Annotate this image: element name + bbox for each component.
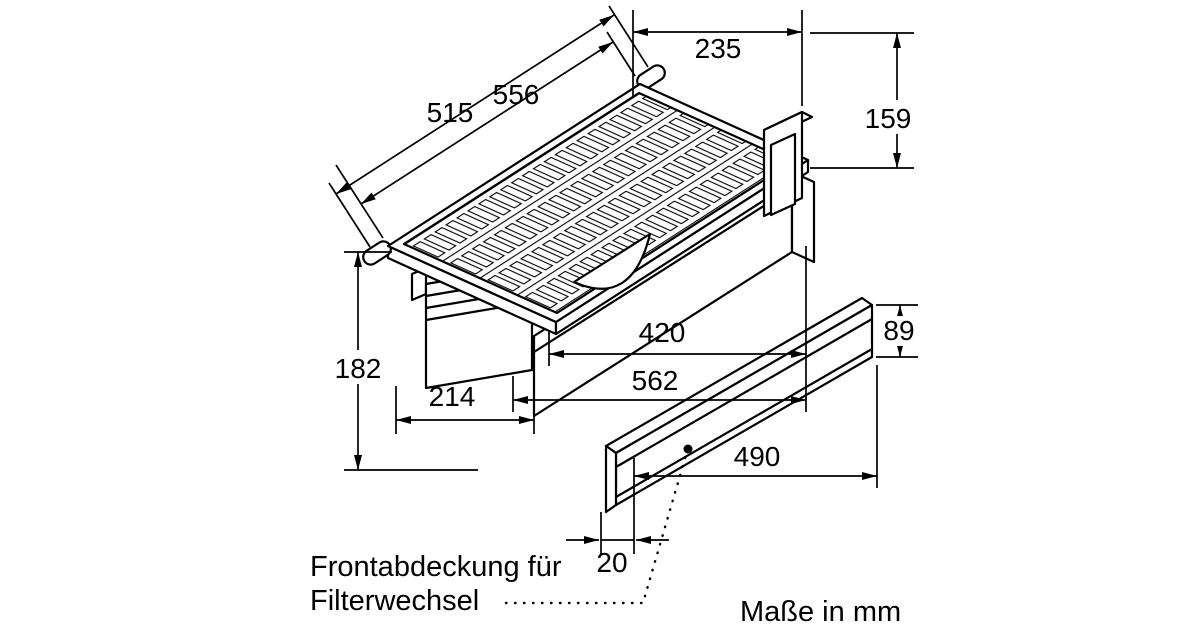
leader-dotted-line — [504, 453, 688, 605]
grille-frame-rim — [386, 158, 810, 336]
dimension-182: 182 — [330, 251, 478, 471]
dimension-235: 235 — [632, 10, 803, 106]
panel-fold-top — [615, 318, 873, 468]
dimension-562: 562 — [512, 365, 806, 412]
front-cover-note-line2: Filterwechsel — [310, 585, 479, 617]
dim-89-label: 89 — [883, 315, 914, 346]
dimension-490: 490 — [633, 365, 878, 554]
body-fold-line — [533, 187, 793, 353]
panel-end-cap — [604, 444, 618, 514]
dim-235-label: 235 — [695, 33, 742, 64]
dimension-556: 556 — [328, 5, 649, 248]
mounting-tab — [362, 240, 392, 266]
dim-214-label: 214 — [429, 381, 476, 412]
dim-182-label: 182 — [335, 353, 382, 384]
dim-515-label: 515 — [427, 97, 474, 128]
blower-outlet-opening — [572, 232, 652, 290]
dim-556-label: 556 — [493, 79, 540, 110]
dim-20-label: 20 — [596, 547, 627, 578]
dim-562-label: 562 — [632, 365, 679, 396]
dimension-159: 159 — [810, 32, 914, 169]
leader-dot — [683, 444, 693, 454]
filter-cover-leader — [504, 444, 693, 605]
dim-490-label: 490 — [734, 441, 781, 472]
dimension-20: 20 — [566, 512, 669, 578]
dimension-214: 214 — [395, 378, 535, 434]
dimension-89: 89 — [876, 304, 922, 358]
dimension-420: 420 — [548, 246, 807, 412]
connector-inner-face — [769, 132, 797, 217]
front-cover-note-line1: Frontabdeckung für — [310, 551, 562, 583]
units-caption: Maße in mm — [740, 596, 901, 628]
dimensions: 515 556 235 159 182 — [328, 5, 922, 578]
dim-159-label: 159 — [865, 103, 912, 134]
dim-420-label: 420 — [639, 317, 686, 348]
duct-connector — [762, 110, 814, 218]
